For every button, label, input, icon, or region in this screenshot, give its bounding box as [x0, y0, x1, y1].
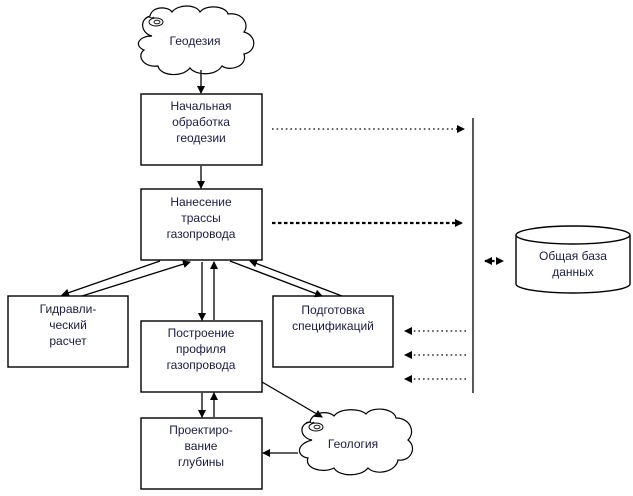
- common-database-cylinder: Общая база данных: [515, 225, 631, 294]
- profile-building-line-2: профиля: [176, 342, 226, 356]
- arrow-route-to-hydraulic: [61, 260, 161, 297]
- arrow-route-to-specification: [229, 260, 323, 298]
- depth-design-box: Проектиро- вание глубины: [140, 417, 263, 490]
- depth-design-line-2: вание: [185, 439, 218, 453]
- initial-processing-line-1: Начальная: [170, 99, 231, 113]
- hydraulic-calc-line-3: расчет: [49, 334, 87, 348]
- depth-design-line-1: Проектиро-: [169, 423, 233, 437]
- arrow-connectors: [61, 70, 343, 457]
- hydraulic-calc-line-1: Гидравли-: [40, 302, 97, 316]
- geology-cloud: Геология: [298, 408, 413, 476]
- profile-building-line-1: Построение: [168, 326, 235, 340]
- specification-prep-line-1: Подготовка: [301, 303, 364, 317]
- arrow-hydraulic-to-route: [81, 260, 191, 297]
- initial-processing-box: Начальная обработка геодезии: [140, 93, 263, 166]
- arrow-profile-to-geology: [261, 381, 323, 418]
- initial-processing-line-3: геодезии: [176, 131, 226, 145]
- specification-prep-line-2: спецификаций: [292, 319, 374, 333]
- hydraulic-calc-box: Гидравли- ческий расчет: [7, 295, 129, 368]
- hydraulic-calc-line-2: ческий: [49, 318, 87, 332]
- profile-building-box: Построение профиля газопровода: [140, 320, 263, 393]
- cloud-curl-icon: [145, 16, 164, 27]
- route-plotting-line-3: газопровода: [167, 227, 236, 241]
- route-plotting-box: Нанесение трассы газопровода: [140, 188, 263, 261]
- profile-building-line-3: газопровода: [167, 358, 236, 372]
- database-line-1: Общая база: [539, 249, 607, 263]
- geodesy-label: Геодезия: [170, 34, 221, 48]
- geodesy-cloud: Геодезия: [137, 5, 255, 76]
- cloud-curl-icon: [305, 421, 324, 432]
- geology-label: Геология: [328, 437, 378, 451]
- route-plotting-line-2: трассы: [181, 211, 220, 225]
- bus-connectors: [272, 125, 504, 383]
- arrow-specification-to-route: [249, 259, 343, 297]
- depth-design-line-3: глубины: [178, 455, 224, 469]
- route-plotting-line-1: Нанесение: [170, 195, 232, 209]
- database-line-2: данных: [552, 265, 594, 279]
- initial-processing-line-2: обработка: [172, 115, 230, 129]
- specification-prep-box: Подготовка спецификаций: [272, 295, 394, 368]
